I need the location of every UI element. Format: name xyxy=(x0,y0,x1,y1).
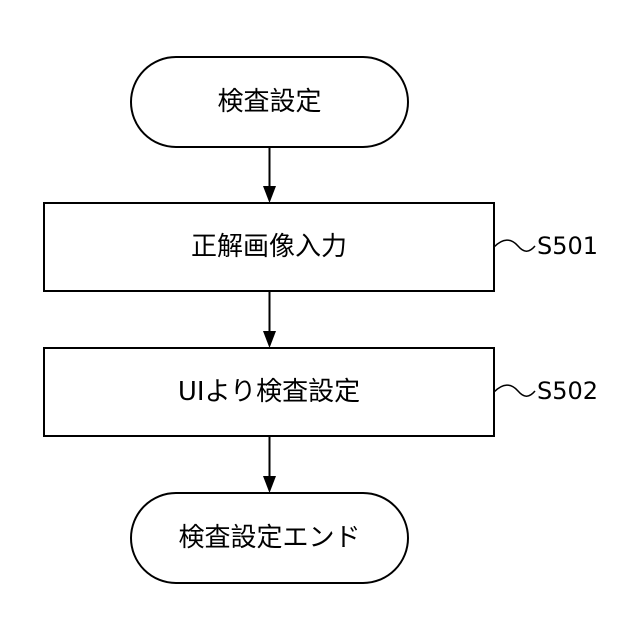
process-step-s501-label: 正解画像入力 xyxy=(191,232,347,262)
start-terminal: 検査設定 xyxy=(131,57,408,147)
process-step-s501-leader-line xyxy=(494,240,535,251)
end-terminal-label: 検査設定エンド xyxy=(178,523,360,553)
edge-s502-to-end-arrowhead xyxy=(263,476,276,493)
start-terminal-label: 検査設定 xyxy=(217,87,321,117)
edge-start-to-s501 xyxy=(263,147,276,203)
process-step-s502-label: UIより検査設定 xyxy=(178,377,360,407)
edge-s501-to-s502 xyxy=(263,291,276,348)
edge-s502-to-end xyxy=(263,436,276,493)
process-step-s501-id: S501 xyxy=(537,232,598,260)
edge-start-to-s501-arrowhead xyxy=(263,186,276,203)
process-step-s502-id: S502 xyxy=(537,377,598,405)
process-step-s502-leader-line xyxy=(494,385,535,396)
edge-s501-to-s502-arrowhead xyxy=(263,331,276,348)
process-step-s502: UIより検査設定 S502 xyxy=(44,348,598,436)
end-terminal: 検査設定エンド xyxy=(131,493,408,583)
process-step-s501: 正解画像入力 S501 xyxy=(44,203,598,291)
